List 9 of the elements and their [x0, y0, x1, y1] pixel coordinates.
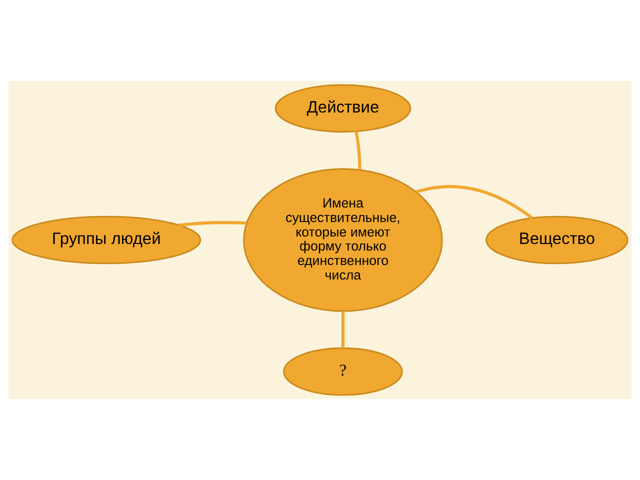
connector [341, 312, 344, 348]
node-ellipse: ? [283, 347, 403, 396]
connector [178, 221, 247, 227]
node-ellipse: Имена существительные, которые имеют форму только единственного числа [243, 168, 443, 312]
node-ellipse: Группы людей [12, 216, 202, 264]
node-ellipse: Вещество [486, 216, 628, 264]
connector [416, 185, 534, 220]
connector [354, 131, 362, 170]
node-ellipse: Действие [274, 84, 412, 133]
